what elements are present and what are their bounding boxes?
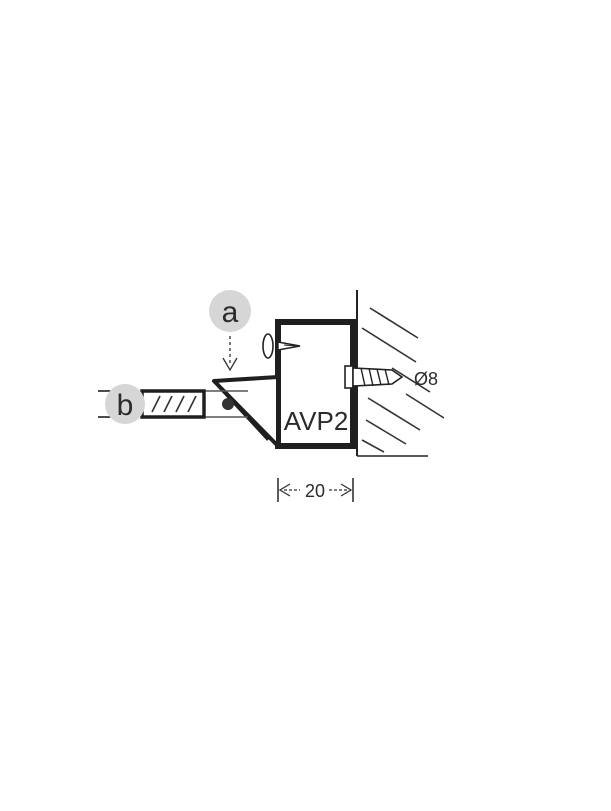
width-dimension <box>277 478 354 502</box>
callout-b: b <box>105 384 145 424</box>
top-screw <box>262 333 301 359</box>
hole-diameter-label: Ø8 <box>414 369 438 389</box>
support-rail <box>98 389 248 419</box>
callout-a: a <box>209 290 251 372</box>
wedge-clamp <box>212 375 280 448</box>
wall-hatching <box>361 307 445 453</box>
rail-hatching <box>151 395 197 413</box>
wall-screw <box>344 365 404 389</box>
callout-a-label: a <box>222 296 239 329</box>
callout-b-label: b <box>117 389 134 422</box>
bracket-label: AVP2 <box>284 406 349 436</box>
width-dimension-label: 20 <box>305 481 325 501</box>
